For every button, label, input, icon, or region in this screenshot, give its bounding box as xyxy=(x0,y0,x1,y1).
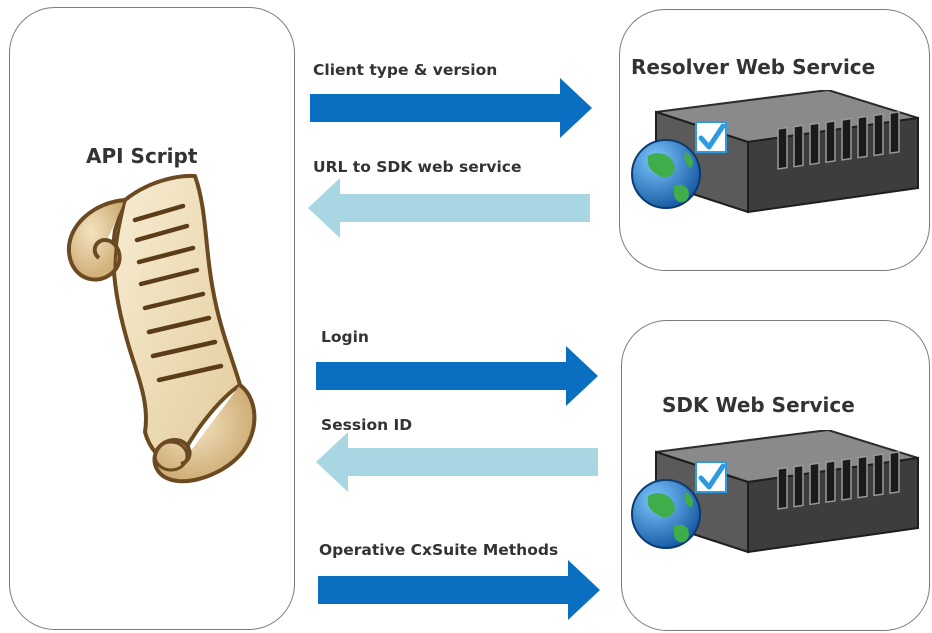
scroll-icon xyxy=(66,173,257,484)
response-arrow-session-id xyxy=(316,432,598,492)
login-label: Login xyxy=(321,328,369,346)
web-server-icon xyxy=(631,90,919,214)
url-to-sdk-label: URL to SDK web service xyxy=(313,158,522,176)
session-id-label: Session ID xyxy=(321,416,413,434)
api-script-title: API Script xyxy=(86,144,198,168)
resolver-web-service-title: Resolver Web Service xyxy=(631,55,876,79)
request-arrow-login xyxy=(316,346,598,406)
operative-methods-label: Operative CxSuite Methods xyxy=(319,541,559,559)
client-type-label: Client type & version xyxy=(313,61,498,79)
request-arrow-client-type xyxy=(310,78,592,138)
web-server-icon xyxy=(631,430,919,554)
response-arrow-url xyxy=(308,178,590,238)
request-arrow-operative-methods xyxy=(318,560,600,620)
sdk-web-service-title: SDK Web Service xyxy=(662,393,855,417)
